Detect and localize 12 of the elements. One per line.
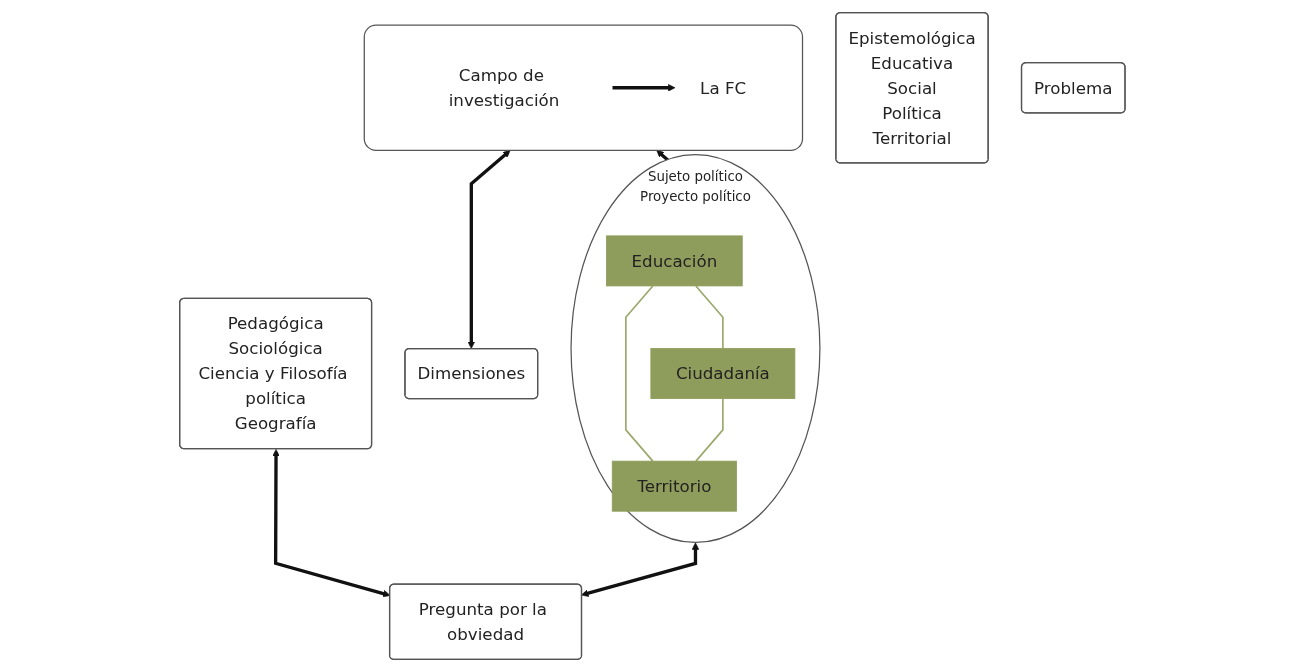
node-text: Campo de investigación (448, 64, 559, 110)
arrow (612, 83, 676, 91)
arrow (467, 149, 511, 349)
node-box: Territorio (611, 460, 737, 512)
connector (624, 284, 654, 462)
node-box: Educación (605, 234, 743, 286)
node-text: La FC (699, 77, 746, 98)
cluster (363, 24, 803, 151)
arrow (272, 448, 390, 597)
node-box: Ciudadanía (650, 347, 795, 399)
connector (694, 284, 724, 349)
connector (694, 397, 724, 462)
